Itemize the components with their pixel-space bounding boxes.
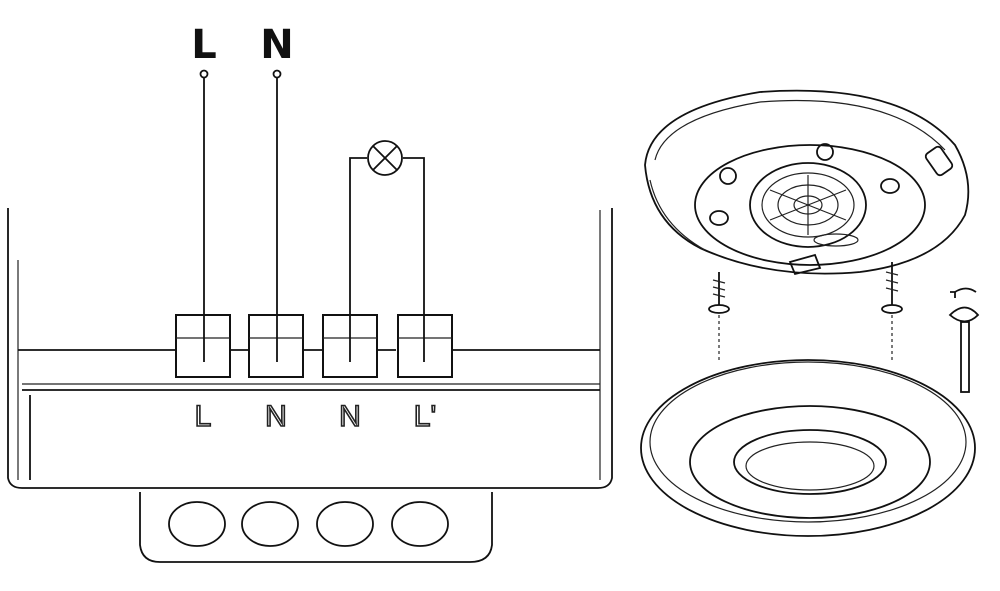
supply-label-neutral: N	[260, 22, 293, 68]
mounting-base-ring	[640, 359, 976, 537]
terminal-label: L'	[414, 400, 436, 433]
load-circuit	[349, 140, 425, 362]
knockout	[391, 501, 449, 547]
rotation-arrow-icon	[948, 287, 980, 393]
adjust-knob-icon	[816, 143, 834, 161]
terminal-block-housing	[7, 208, 613, 563]
mounting-hole	[880, 178, 900, 194]
live-terminal-dot	[199, 69, 209, 79]
terminal-l-out	[397, 314, 453, 378]
supply-label-live: L	[191, 22, 217, 68]
terminal-label: N	[265, 400, 287, 433]
knockout	[241, 501, 299, 547]
terminal-label: L	[195, 400, 212, 433]
lamp-icon	[367, 140, 403, 176]
terminal-n1	[248, 314, 304, 378]
screw-icon	[881, 262, 903, 360]
mounting-hole	[709, 210, 729, 226]
terminal-l	[175, 314, 231, 378]
adjust-knob-icon	[719, 167, 737, 185]
sensor-head	[644, 89, 970, 276]
neutral-terminal-dot	[272, 69, 282, 79]
cable-knockouts	[168, 501, 449, 547]
knockout	[316, 501, 374, 547]
sensor-lens	[749, 162, 867, 248]
knockout	[168, 501, 226, 547]
screw-icon	[708, 272, 730, 360]
supply-wires	[199, 69, 282, 362]
terminal-label: N	[339, 400, 361, 433]
